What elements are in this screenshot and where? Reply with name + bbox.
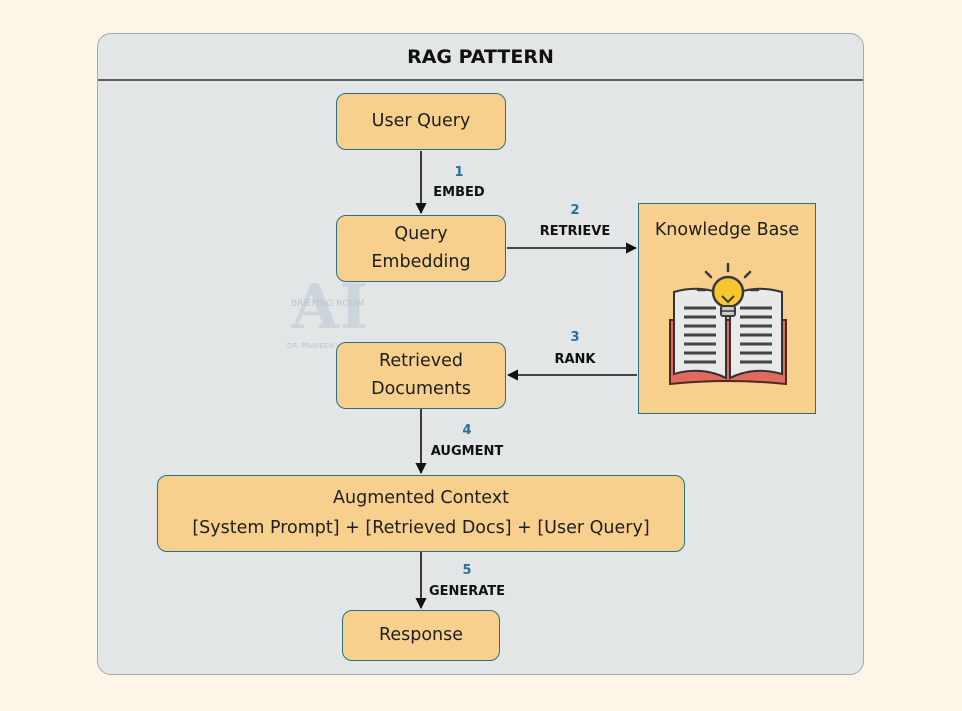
node-query-embedding: Query Embedding: [336, 215, 506, 282]
node-augmented-context: Augmented Context [System Prompt] + [Ret…: [157, 475, 685, 552]
watermark-ai: AI: [290, 270, 368, 343]
open-book-icon: [669, 262, 787, 386]
node-retrieved-documents-line2: Documents: [371, 378, 471, 399]
step-5-number: 5: [462, 563, 472, 578]
step-2-number: 2: [570, 203, 580, 218]
node-retrieved-documents-line1: Retrieved: [378, 351, 464, 372]
node-query-embedding-line1: Query: [394, 224, 448, 245]
node-query-embedding-line2: Embedding: [371, 251, 471, 272]
node-knowledge-base: Knowledge Base: [638, 203, 816, 414]
watermark-author: DR. PRAVEEN VINDE: [287, 342, 358, 350]
node-response-label: Response: [378, 625, 464, 646]
watermark-logo: AI BRIEFING ROOM DR. PRAVEEN VINDE: [287, 270, 368, 350]
node-augmented-context-title: Augmented Context: [333, 487, 509, 508]
watermark-briefing-room: BRIEFING ROOM: [291, 299, 364, 309]
step-3-number: 3: [570, 330, 580, 345]
node-user-query-label: User Query: [371, 111, 471, 132]
step-1-label: EMBED: [433, 185, 485, 200]
step-5-label: GENERATE: [428, 584, 506, 599]
diagram-title: RAG PATTERN: [407, 46, 554, 68]
step-2-label: RETRIEVE: [539, 224, 611, 239]
step-4-number: 4: [462, 423, 472, 438]
node-response: Response: [342, 610, 500, 661]
knowledge-base-title: Knowledge Base: [654, 220, 800, 240]
step-1-number: 1: [454, 165, 464, 180]
step-4-label: AUGMENT: [430, 444, 504, 459]
step-3-label: RANK: [554, 352, 596, 367]
node-user-query: User Query: [336, 93, 506, 150]
title-divider: [98, 79, 863, 81]
node-retrieved-documents: Retrieved Documents: [336, 342, 506, 409]
lightbulb-icon: [696, 262, 760, 317]
node-augmented-context-detail: [System Prompt] + [Retrieved Docs] + [Us…: [192, 517, 650, 538]
